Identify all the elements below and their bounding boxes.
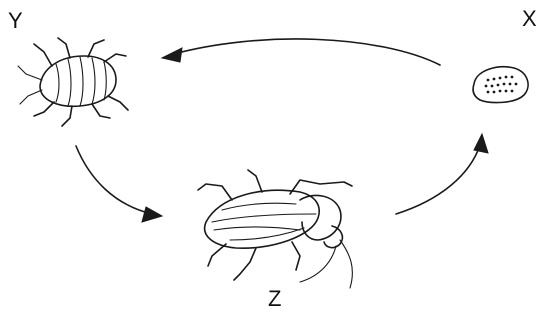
stage-label-z: Z [268,288,281,310]
arrow-y-to-z [76,146,162,222]
stage-label-y: Y [8,10,23,32]
arrow-z-to-x [396,134,488,214]
arrow-x-to-y [162,39,440,65]
stage-label-x: X [522,8,537,30]
adult-cockroach-icon [198,170,352,288]
egg-case-icon [473,67,528,103]
nymph-icon [18,38,128,126]
